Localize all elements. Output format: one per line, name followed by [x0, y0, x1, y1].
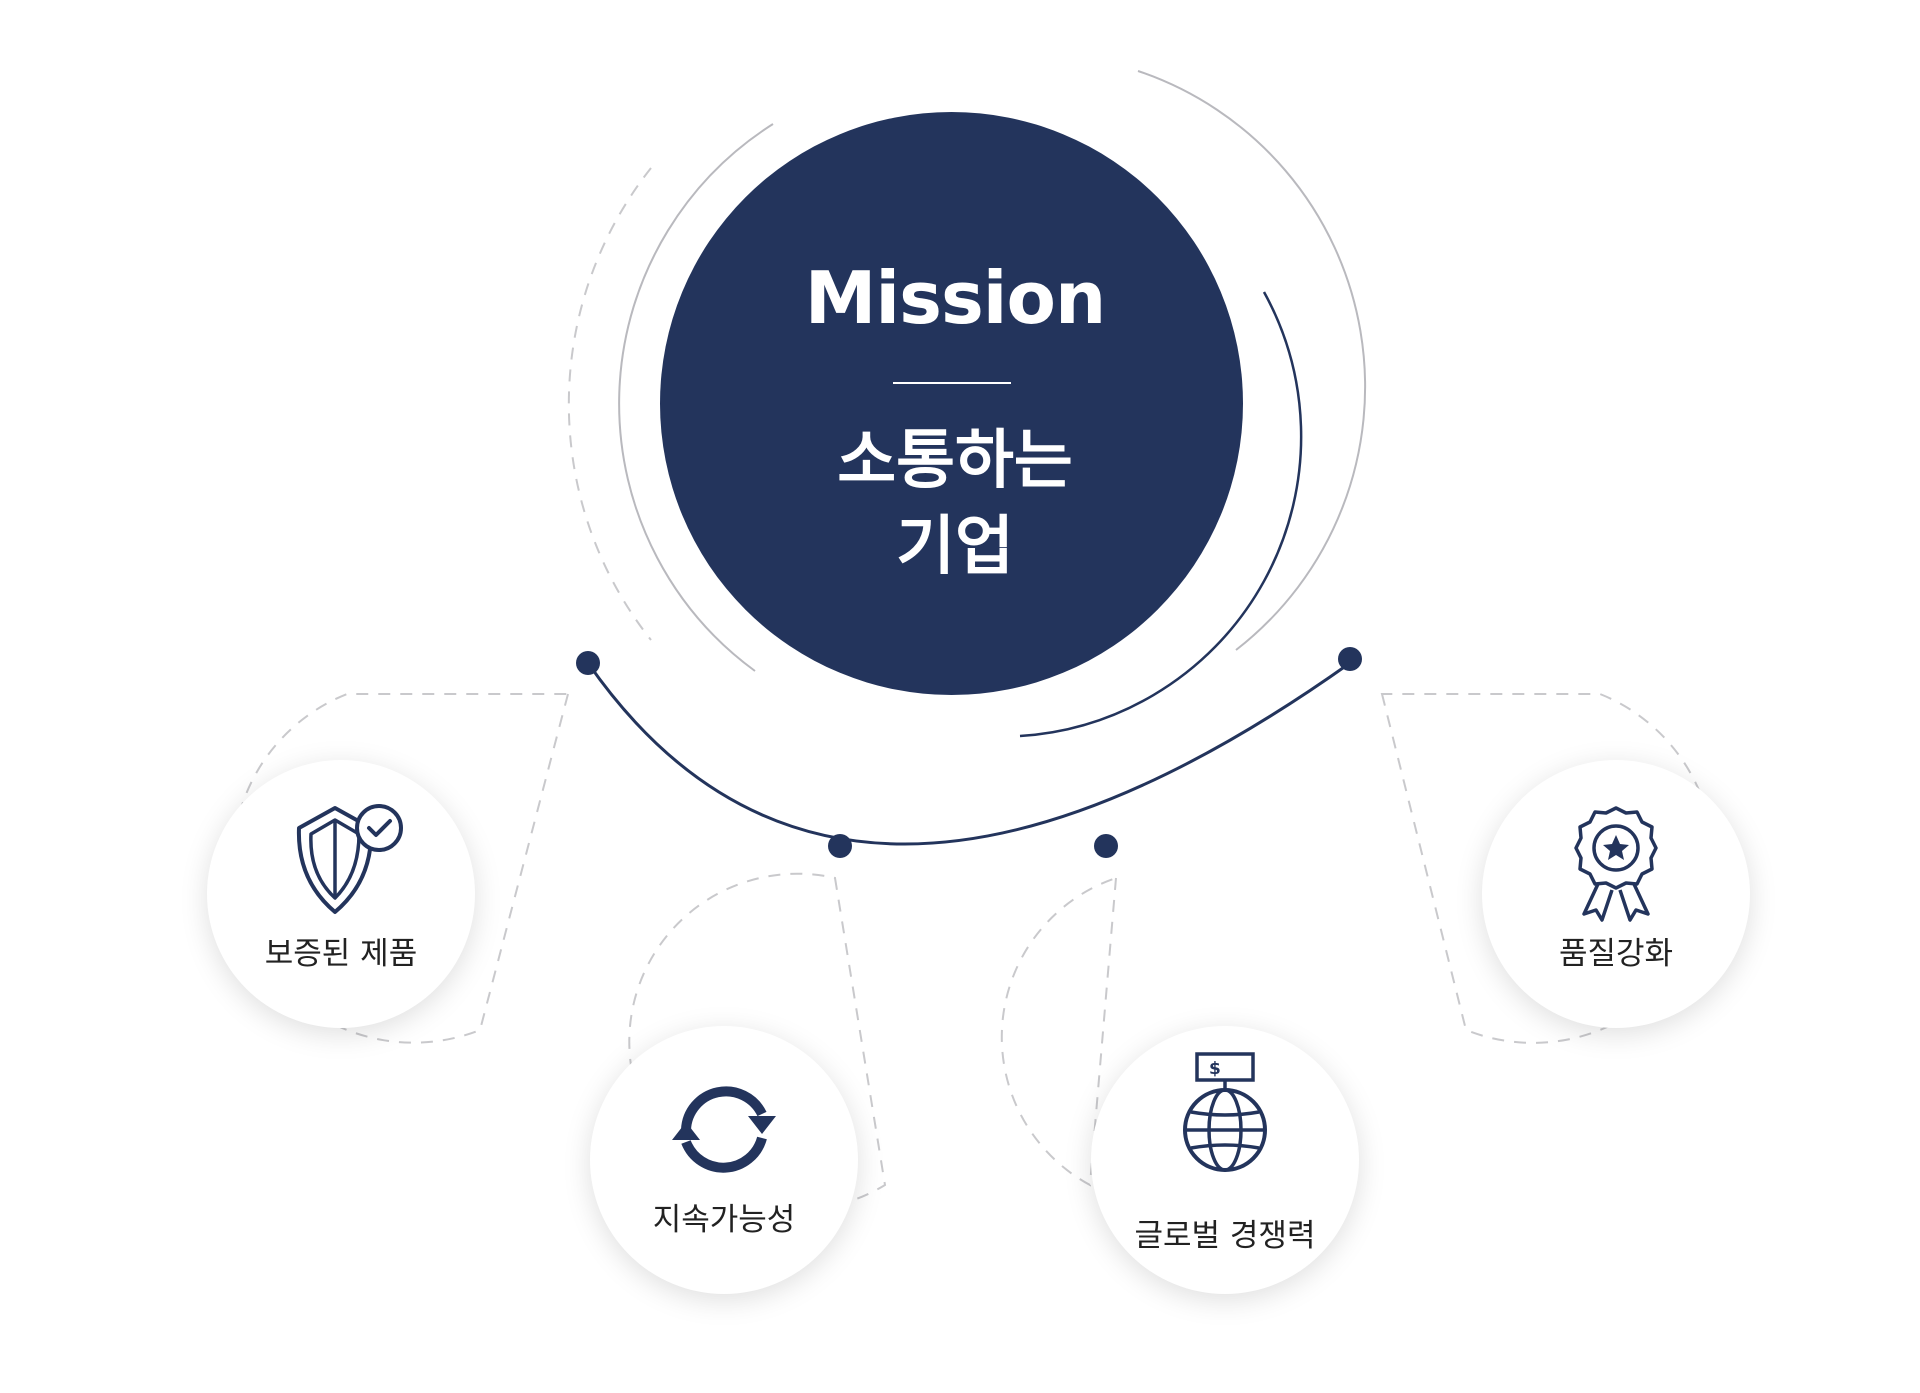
value-label-assured-products: 보증된 제품	[264, 936, 418, 972]
outer-dashed-arc	[567, 167, 652, 641]
mission-circle	[660, 112, 1243, 695]
svg-text:$: $	[1209, 1059, 1221, 1079]
value-label-sustainability: 지속가능성	[652, 1202, 796, 1238]
value-label-quality-enhancement: 품질강화	[1558, 936, 1674, 972]
mission-title: Mission	[804, 256, 1106, 340]
award-ribbon-icon	[1574, 806, 1658, 922]
connector-arc	[586, 661, 1351, 846]
refresh-cycle-icon	[672, 1086, 776, 1173]
value-node-quality-enhancement: 품질강화	[1482, 760, 1750, 1028]
connector-dot-2	[828, 834, 852, 858]
value-node-assured-products: 보증된 제품	[207, 760, 475, 1028]
gray-ring-arc-left	[618, 123, 774, 672]
connector-dot-1	[576, 651, 600, 675]
mission-slogan: 소통하는 기업	[705, 418, 1205, 590]
dashed-drop-1	[231, 693, 570, 1044]
dashed-drop-4	[1380, 693, 1715, 1044]
value-node-sustainability: 지속가능성	[590, 1026, 858, 1294]
shield-check-icon	[296, 804, 403, 914]
value-node-global-competitiveness: $ 글로벌 경쟁력	[1091, 1026, 1359, 1294]
mission-slogan-line1: 소통하는	[837, 424, 1073, 498]
dashed-drop-3	[1000, 876, 1118, 1187]
globe-dollar-icon: $	[1183, 1052, 1267, 1172]
connector-dot-4	[1338, 647, 1362, 671]
navy-ring-arc	[1019, 291, 1303, 738]
gray-ring-arc-right	[1137, 70, 1367, 651]
mission-divider	[893, 382, 1011, 384]
value-label-global-competitiveness: 글로벌 경쟁력	[1134, 1218, 1316, 1254]
connector-dot-3	[1094, 834, 1118, 858]
mission-slogan-line2: 기업	[896, 510, 1014, 584]
